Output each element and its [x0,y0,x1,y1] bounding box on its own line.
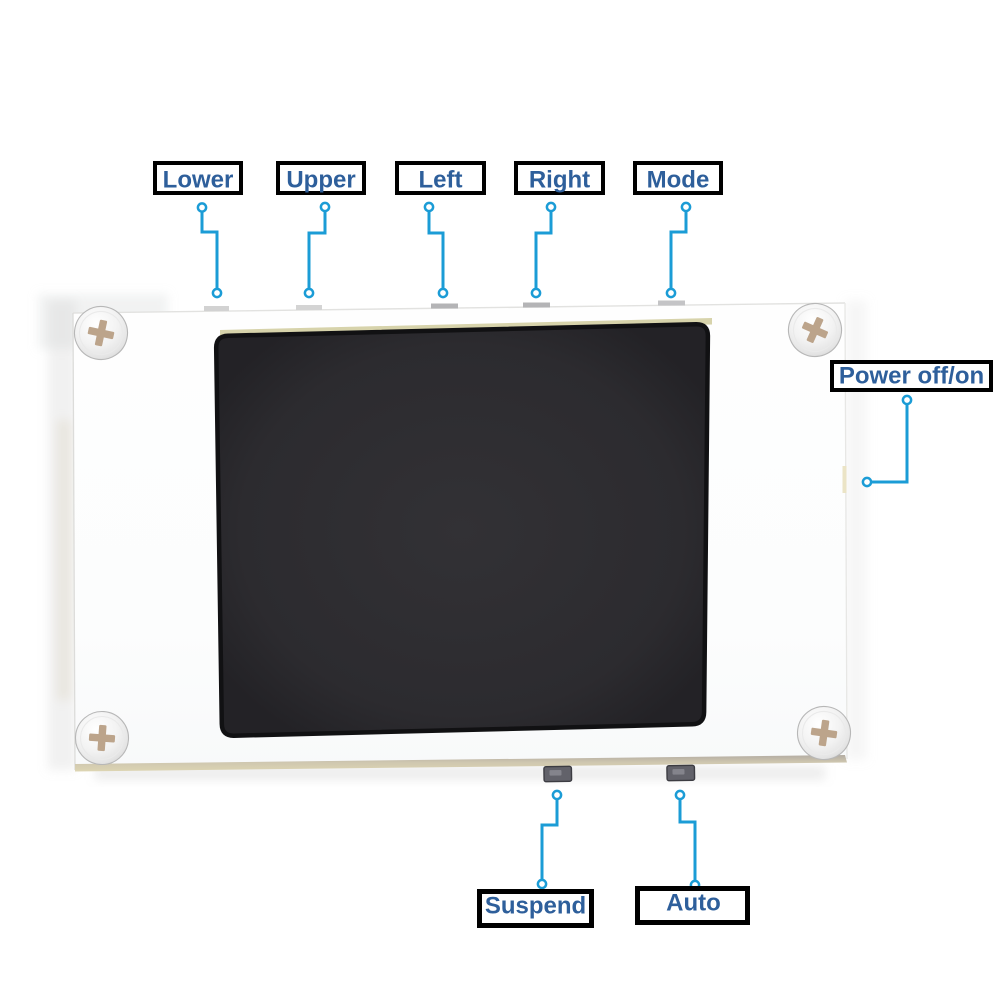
svg-text:Upper: Upper [286,167,355,194]
svg-text:Auto: Auto [666,890,721,917]
svg-text:Power off/on: Power off/on [839,363,984,390]
svg-text:Left: Left [419,167,463,194]
svg-text:Suspend: Suspend [485,893,586,920]
svg-text:Right: Right [529,167,590,194]
svg-text:Lower: Lower [163,167,234,194]
svg-text:Mode: Mode [647,167,710,194]
